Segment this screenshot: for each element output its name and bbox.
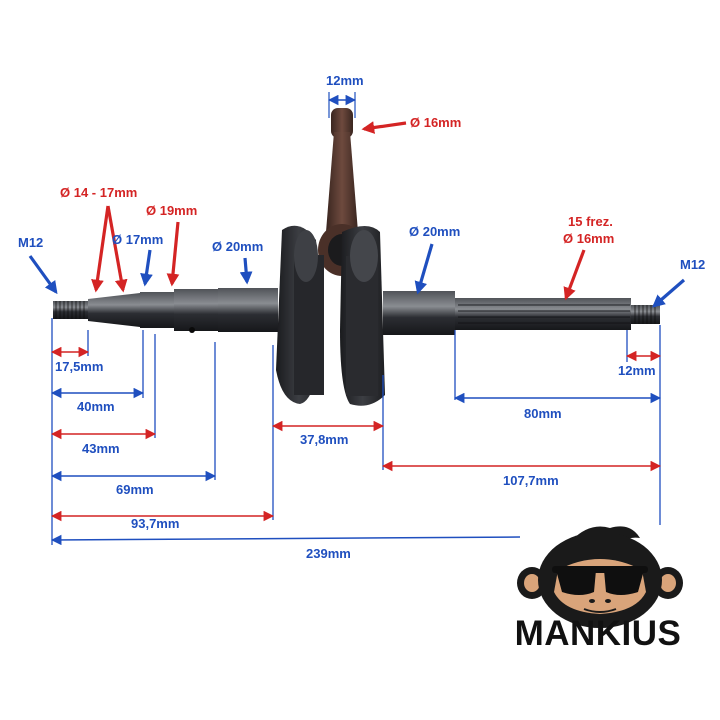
brand-name: MANKIUS [514,614,682,653]
callout-dia-19: Ø 19mm [146,203,198,218]
callout-arrows [28,121,686,308]
callout-spline-count: 15 frez. [568,214,613,229]
dim-43: 43mm [82,441,120,456]
callout-rod-width: 12mm [326,73,364,88]
arrow-dia-14-17-a [91,205,110,293]
dim-40: 40mm [77,399,115,414]
oil-hole [189,327,195,333]
arrow-dia-20-right [414,243,434,295]
crankshaft [53,108,660,406]
left-taper [88,293,140,327]
left-shaft-17 [140,292,174,328]
right-thread [631,305,660,324]
arrow-dia-17 [140,249,153,287]
arrow-m12-left [28,255,58,295]
arrow-dia-14-17-b [106,205,128,293]
dim-37-8: 37,8mm [300,432,349,447]
dim-93-7: 93,7mm [131,516,180,531]
dim-107-7: 107,7mm [503,473,559,488]
arrow-m12-right [652,278,686,308]
dim-17-5: 17,5mm [55,359,104,374]
arrow-dia-19 [166,221,180,287]
left-shaft-19 [174,289,218,331]
monkey-logo-icon [517,526,683,628]
dimension-lines [50,92,662,546]
dim-239: 239mm [306,546,351,561]
right-spline-shaft [455,298,631,330]
dim-69: 69mm [116,482,154,497]
callout-m12-left: M12 [18,235,44,250]
callout-dia-17: Ø 17mm [112,232,164,247]
callout-dia-14-17: Ø 14 - 17mm [60,185,138,200]
arrow-spline [563,249,586,301]
arrow-rod-dia [361,121,407,134]
arrow-dia-20-left [239,257,253,285]
callout-dia-20-right: Ø 20mm [409,224,461,239]
callout-dia-20-left: Ø 20mm [212,239,264,254]
dim-line-239 [50,534,521,546]
callout-spline-dia: Ø 16mm [563,231,615,246]
callout-rod-dia: Ø 16mm [410,115,462,130]
right-shaft-20 [383,291,455,335]
dim-12: 12mm [618,363,656,378]
dim-80: 80mm [524,406,562,421]
callout-m12-right: M12 [680,257,706,272]
left-shaft-20 [218,288,278,332]
